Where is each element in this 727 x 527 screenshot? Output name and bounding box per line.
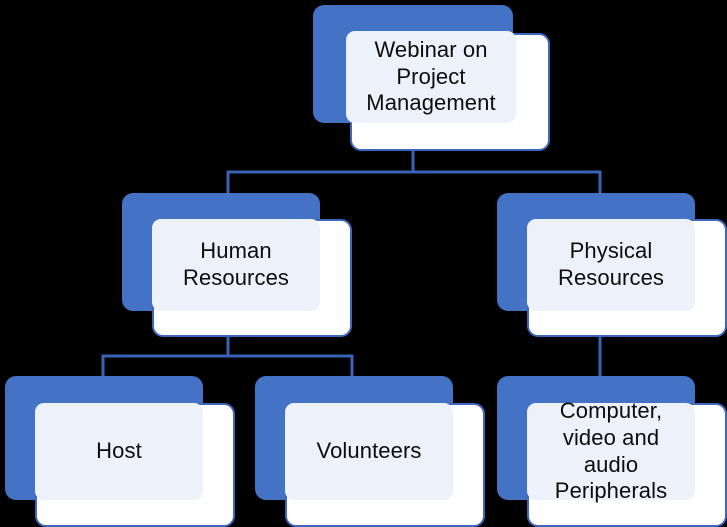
node-text-panel: Volunteers [285, 403, 453, 500]
node-text-panel: Webinar on Project Management [346, 31, 516, 123]
node-text-panel: Physical Resources [527, 219, 695, 311]
node-label: Host [96, 438, 142, 464]
node-computer-video-audio-peripherals[interactable]: Computer, video and audio Peripherals [497, 376, 727, 527]
node-webinar-on-project-management[interactable]: Webinar on Project Management [313, 5, 550, 151]
node-volunteers[interactable]: Volunteers [255, 376, 485, 527]
node-label: Human Resources [182, 238, 290, 290]
node-text-panel: Host [35, 403, 203, 500]
node-physical-resources[interactable]: Physical Resources [497, 193, 727, 337]
node-label: Webinar on Project Management [366, 36, 496, 116]
node-host[interactable]: Host [5, 376, 235, 527]
node-label: Physical Resources [557, 238, 665, 290]
node-text-panel: Human Resources [152, 219, 320, 311]
node-human-resources[interactable]: Human Resources [122, 193, 352, 337]
node-label: Computer, video and audio Peripherals [554, 397, 668, 504]
node-text-panel: Computer, video and audio Peripherals [527, 398, 695, 503]
node-label: Volunteers [316, 438, 422, 464]
